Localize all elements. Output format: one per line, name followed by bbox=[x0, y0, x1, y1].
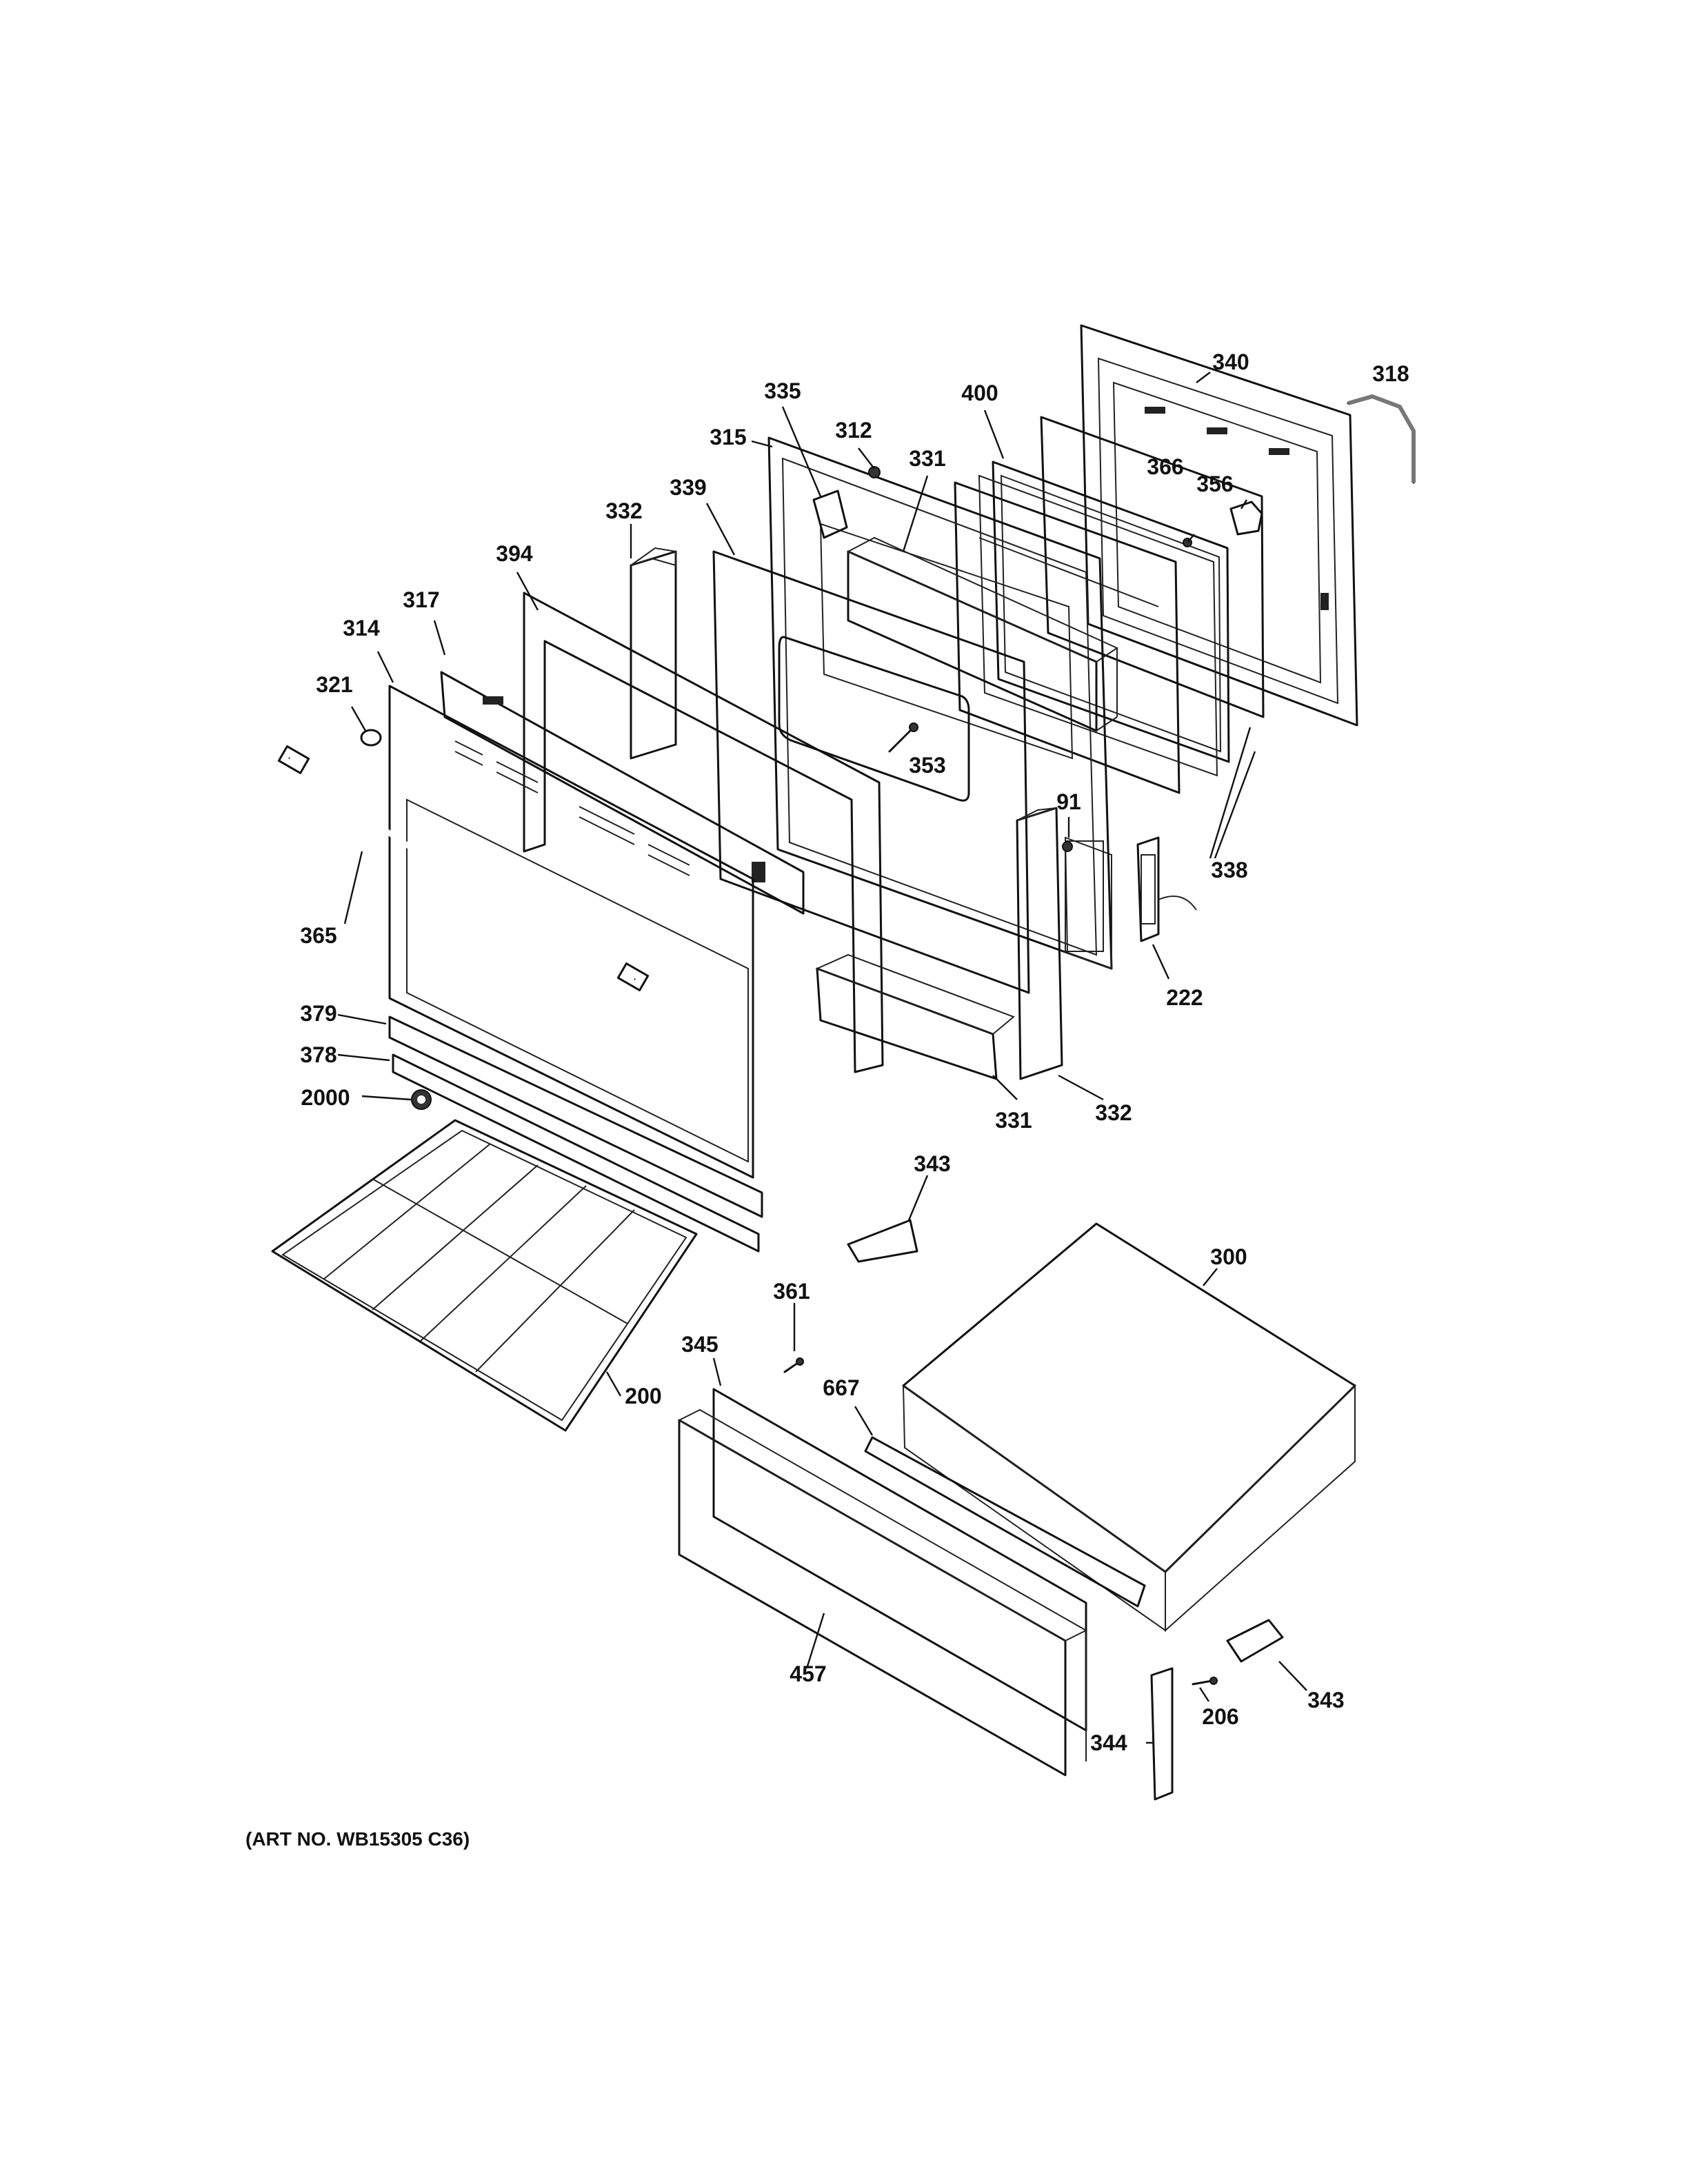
callout-338: 338 bbox=[1211, 858, 1248, 882]
callout-312: 312 bbox=[835, 418, 872, 443]
callout-361: 361 bbox=[773, 1279, 810, 1304]
glass-frame-assembly bbox=[978, 461, 1230, 777]
door-clip bbox=[1229, 501, 1263, 536]
drawer-inner-panel bbox=[712, 1388, 1087, 1732]
callout-335: 335 bbox=[764, 378, 801, 403]
vent-slots bbox=[454, 740, 690, 876]
callout-318: 318 bbox=[1372, 361, 1409, 386]
screw-366 bbox=[1183, 534, 1195, 547]
callout-457: 457 bbox=[790, 1661, 827, 1686]
oven-rack bbox=[271, 1119, 698, 1432]
callout-300: 300 bbox=[1210, 1244, 1247, 1269]
callout-394: 394 bbox=[496, 541, 533, 566]
door-hinge bbox=[1136, 836, 1197, 942]
callout-340: 340 bbox=[1212, 350, 1249, 374]
callout-379: 379 bbox=[300, 1001, 337, 1026]
screw-312 bbox=[868, 466, 881, 478]
callout-317: 317 bbox=[403, 587, 440, 612]
callout-2000: 2000 bbox=[301, 1085, 350, 1110]
door-insulation-bottom bbox=[815, 953, 1015, 1080]
door-shield-panel bbox=[712, 550, 1030, 994]
callout-314: 314 bbox=[343, 616, 380, 640]
callout-222: 222 bbox=[1166, 985, 1203, 1010]
callout-378: 378 bbox=[300, 1042, 337, 1067]
callout-356: 356 bbox=[1196, 472, 1234, 496]
screw-353 bbox=[888, 722, 918, 753]
drawer-slide-bracket bbox=[1150, 1667, 1174, 1801]
callout-400: 400 bbox=[961, 381, 998, 405]
plug-button bbox=[360, 729, 382, 747]
inner-glass-panels bbox=[954, 416, 1265, 794]
drawer-body bbox=[902, 1222, 1356, 1632]
hinge-bracket bbox=[812, 489, 848, 539]
callout-366: 366 bbox=[1147, 454, 1184, 479]
bumper-2000 bbox=[411, 1089, 432, 1110]
drawer-gasket bbox=[864, 1436, 1146, 1608]
callout-344: 344 bbox=[1090, 1730, 1127, 1755]
callout-667: 667 bbox=[823, 1375, 860, 1400]
inner-door-liner bbox=[767, 436, 1113, 970]
callout-332-top: 332 bbox=[605, 498, 643, 523]
callout-331-bottom: 331 bbox=[995, 1108, 1032, 1133]
callout-200: 200 bbox=[625, 1384, 662, 1408]
screw-91 bbox=[1062, 841, 1073, 852]
door-insulation-top bbox=[846, 536, 1119, 732]
door-gasket bbox=[1347, 394, 1416, 484]
callout-343-bottom: 343 bbox=[1307, 1688, 1345, 1712]
art-number-caption: (ART NO. WB15305 C36) bbox=[245, 1828, 470, 1850]
callout-206: 206 bbox=[1202, 1704, 1239, 1729]
callout-331-top: 331 bbox=[909, 446, 946, 471]
outer-door-front bbox=[388, 685, 754, 1179]
screw-206 bbox=[1192, 1677, 1218, 1686]
drawer-bracket-bottom bbox=[1226, 1619, 1284, 1663]
screw-361 bbox=[783, 1357, 804, 1373]
callout-339: 339 bbox=[670, 475, 707, 500]
side-insulation-left bbox=[630, 547, 677, 760]
callout-343-top: 343 bbox=[914, 1151, 951, 1176]
door-trim-379 bbox=[388, 1015, 763, 1218]
door-trim-378 bbox=[392, 1053, 760, 1253]
vent-panel bbox=[440, 671, 805, 915]
callout-321: 321 bbox=[316, 672, 353, 697]
callout-315: 315 bbox=[710, 425, 747, 449]
callout-353: 353 bbox=[909, 753, 946, 778]
drawer-front bbox=[677, 1408, 1088, 1777]
door-handle bbox=[277, 745, 650, 991]
callout-91: 91 bbox=[1056, 789, 1081, 814]
callout-365: 365 bbox=[300, 923, 337, 948]
door-frame bbox=[523, 592, 884, 1073]
drawer-bracket-top bbox=[847, 1219, 918, 1263]
callout-345: 345 bbox=[681, 1332, 719, 1357]
leader-lines bbox=[337, 372, 1307, 1744]
outer-door-panel bbox=[1080, 324, 1358, 727]
callout-332-bottom: 332 bbox=[1095, 1100, 1132, 1125]
side-insulation-right bbox=[1016, 807, 1063, 1080]
